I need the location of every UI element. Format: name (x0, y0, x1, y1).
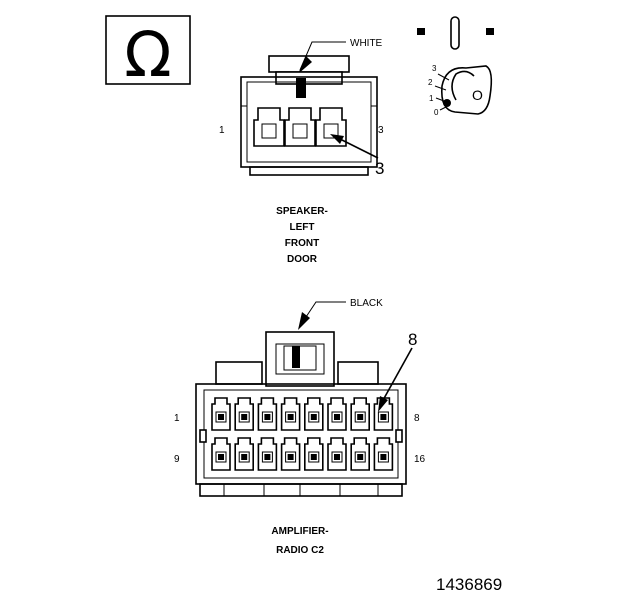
amplifier-cavity-14 (327, 437, 347, 471)
key-position-3: 3 (432, 64, 437, 73)
amplifier-cavity-4 (280, 397, 301, 431)
amplifier-callout: 8 (408, 330, 417, 349)
amplifier-cavity-15 (350, 437, 370, 471)
amplifier-cavity-8 (373, 397, 394, 431)
speaker-pin-right: 3 (378, 125, 384, 136)
speaker-caption-line-4: DOOR (287, 254, 318, 265)
amplifier-caption-line-2: RADIO C2 (276, 545, 324, 556)
amplifier-cavity-1 (211, 397, 231, 431)
omega-symbol-icon: Ω (105, 15, 191, 91)
speaker-cavity-1 (253, 107, 285, 147)
amplifier-color-label: BLACK (350, 298, 383, 309)
amplifier-cavity-11 (257, 437, 278, 471)
key-position-1: 1 (429, 94, 434, 103)
speaker-caption-line-3: FRONT (285, 238, 319, 249)
amplifier-pin-bottom-left: 9 (174, 454, 180, 465)
speaker-pin-left: 1 (219, 125, 225, 136)
amplifier-pin-top-left: 1 (174, 413, 180, 424)
amplifier-caption-line-1: AMPLIFIER- (271, 526, 328, 537)
speaker-cavity-2 (284, 107, 316, 147)
speaker-connector: WHITE 1 3 3 SPEAKER- LEFT (219, 38, 384, 265)
amplifier-cavity-3 (257, 397, 278, 431)
amplifier-cavity-13 (304, 437, 324, 471)
amplifier-cavity-grid (211, 397, 394, 471)
ignition-key-icon: 3 2 1 0 O (417, 16, 494, 117)
key-position-2: 2 (428, 78, 433, 87)
speaker-color-label: WHITE (350, 38, 383, 49)
amplifier-connector: BLACK 1 8 9 16 8 AMPLIFIER- RADIO C2 (174, 298, 426, 556)
figure-number: 1436869 (436, 575, 502, 594)
speaker-cavity-3 (315, 107, 347, 147)
speaker-caption-line-1: SPEAKER- (276, 206, 328, 217)
amplifier-pin-bottom-right: 16 (414, 454, 426, 465)
amplifier-cavity-2 (234, 397, 254, 431)
key-letter: O (472, 87, 483, 103)
amplifier-cavity-10 (234, 437, 254, 471)
key-position-0: 0 (434, 108, 439, 117)
amplifier-cavity-5 (304, 397, 324, 431)
speaker-caption-line-2: LEFT (290, 222, 315, 233)
omega-glyph: Ω (124, 18, 171, 91)
amplifier-cavity-9 (211, 437, 231, 471)
amplifier-cavity-6 (327, 397, 347, 431)
amplifier-cavity-7 (350, 397, 370, 431)
amplifier-cavity-12 (280, 437, 301, 471)
speaker-callout: 3 (375, 159, 384, 178)
amplifier-pin-top-right: 8 (414, 413, 420, 424)
amplifier-cavity-16 (373, 437, 394, 471)
